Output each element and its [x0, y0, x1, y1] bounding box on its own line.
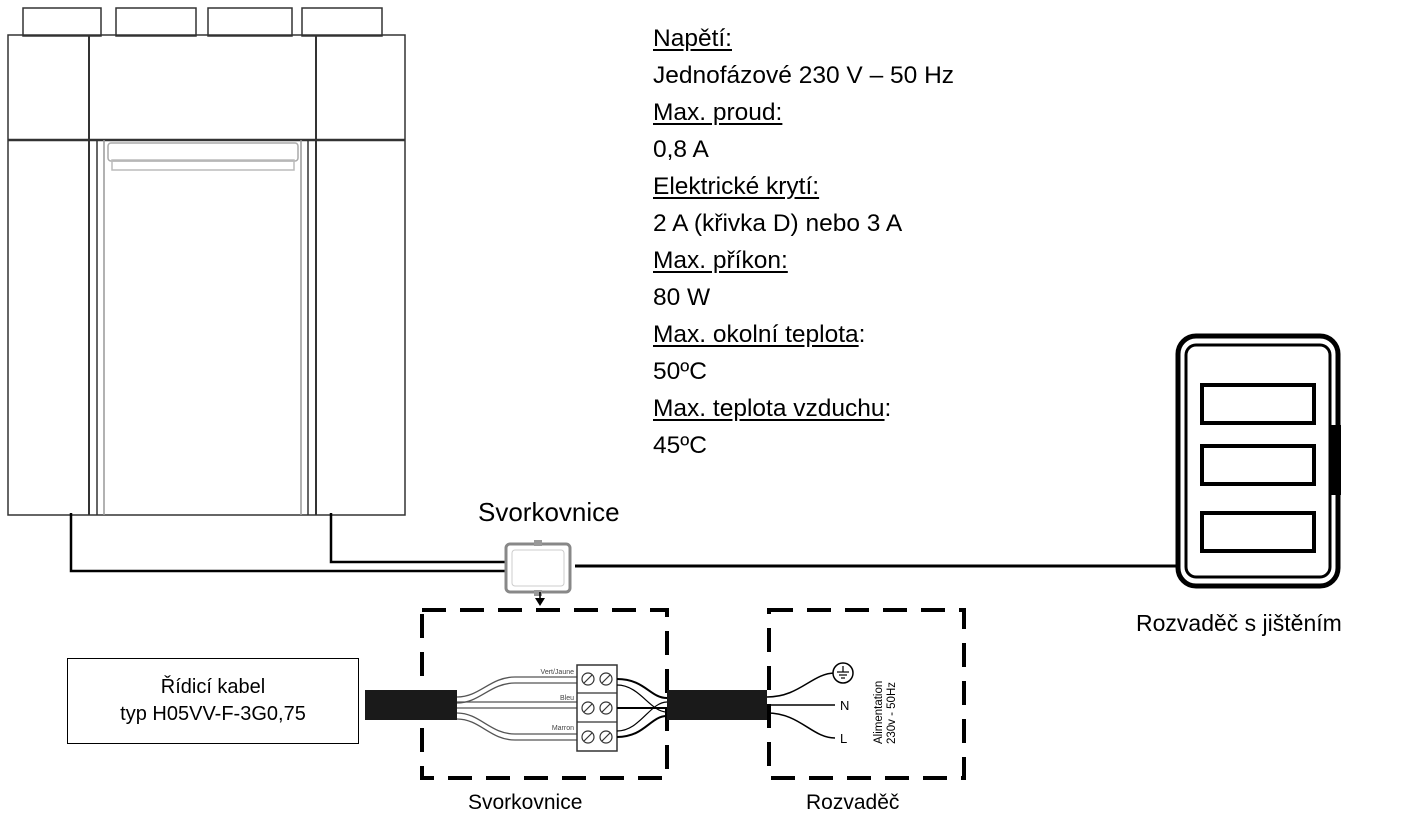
electrical-specs: Napětí: Jednofázové 230 V – 50 Hz Max. p…: [653, 20, 954, 464]
current-value: 0,8 A: [653, 136, 709, 163]
terminal-output-wires: [616, 678, 668, 738]
cable-sheath-right: [667, 690, 767, 720]
cable-spec-box: Řídicí kabel typ H05VV-F-3G0,75: [67, 658, 359, 744]
terminal-caption: Svorkovnice: [468, 791, 583, 814]
protection-value: 2 A (křivka D) nebo 3 A: [653, 210, 903, 237]
cable-line1: Řídicí kabel: [160, 676, 266, 698]
distribution-panel: [1175, 333, 1341, 589]
ambient-temp-label: Max. okolní teplota: [653, 321, 859, 348]
wire-label-neutral: Bleu: [560, 695, 574, 702]
wire-label-ground: Vert/Jaune: [541, 669, 575, 676]
terminal-screw-slot: [583, 703, 593, 713]
distribution-dashed-box: [767, 608, 966, 780]
power-value: 80 W: [653, 284, 711, 311]
cable-sheath-left: [365, 690, 457, 720]
ground-symbol: [837, 666, 849, 679]
supply-wires: [766, 672, 836, 739]
live-label: L: [840, 731, 847, 746]
supply-cables: [69, 513, 1180, 573]
down-arrow-icon: [535, 598, 545, 606]
ambient-temp-value: 50ºC: [653, 358, 707, 385]
air-temp-value: 45ºC: [653, 432, 707, 459]
terminal-screw-slot: [601, 732, 611, 742]
terminal-wires: [456, 676, 577, 741]
ventilation-unit: [7, 7, 406, 516]
air-temp-label: Max. teplota vzduchu: [653, 395, 885, 422]
terminal-screw-slot: [583, 674, 593, 684]
ambient-colon: :: [858, 321, 866, 348]
terminal-screw-slot: [601, 703, 611, 713]
junction-box-label: Svorkovnice: [478, 497, 620, 527]
terminal-screws: [581, 672, 613, 744]
voltage-value: Jednofázové 230 V – 50 Hz: [653, 62, 955, 89]
power-label: Max. příkon:: [653, 247, 788, 274]
distribution-caption: Rozvaděč: [806, 791, 900, 814]
supply-text-line2: 230v - 50Hz: [886, 682, 898, 744]
junction-box: [504, 540, 572, 606]
protection-label: Elektrické krytí:: [653, 173, 820, 200]
terminal-screw-slot: [583, 732, 593, 742]
ground-icon: [832, 662, 854, 684]
air-colon: :: [884, 395, 892, 422]
distribution-panel-label: Rozvaděč s jištěním: [1136, 610, 1342, 636]
supply-text-line1: Alimentation: [873, 681, 885, 744]
current-label: Max. proud:: [653, 99, 783, 126]
cable-line2: typ H05VV-F-3G0,75: [120, 703, 306, 725]
neutral-label: N: [840, 698, 849, 713]
wire-label-live: Marron: [552, 725, 574, 732]
voltage-label: Napětí:: [653, 25, 732, 52]
terminal-screw-slot: [601, 674, 611, 684]
